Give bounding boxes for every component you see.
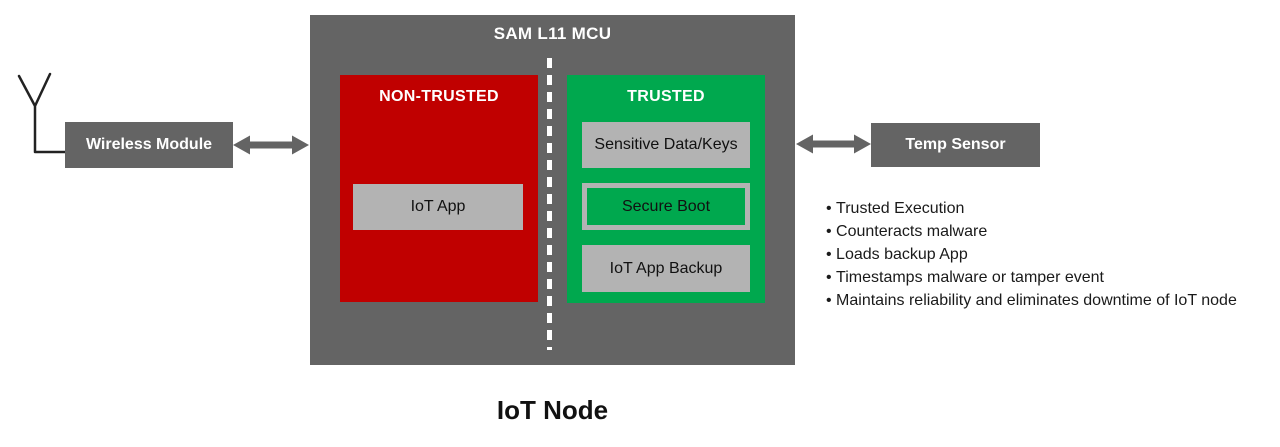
mcu-sensor-bidirectional-arrow-icon <box>796 134 871 154</box>
iot-app-block: IoT App <box>353 184 523 230</box>
wireless-module-box: Wireless Module <box>65 122 233 168</box>
mcu-box: SAM L11 MCU NON-TRUSTED IoT App TRUSTED … <box>310 15 795 365</box>
trustzone-divider <box>547 58 552 350</box>
feature-item: Maintains reliability and eliminates dow… <box>826 289 1280 312</box>
trusted-zone-label: TRUSTED <box>627 88 705 105</box>
non-trusted-zone: NON-TRUSTED IoT App <box>340 75 538 302</box>
non-trusted-zone-label: NON-TRUSTED <box>379 88 499 105</box>
secure-boot-block: Secure Boot <box>582 183 750 230</box>
iot-app-backup-block: IoT App Backup <box>582 245 750 292</box>
feature-item: Timestamps malware or tamper event <box>826 266 1280 289</box>
antenna-icon <box>17 72 68 154</box>
feature-item: Counteracts malware <box>826 220 1280 243</box>
trusted-zone: TRUSTED Sensitive Data/Keys Secure Boot … <box>567 75 765 303</box>
feature-list: Trusted Execution Counteracts malware Lo… <box>826 197 1280 312</box>
diagram-caption: IoT Node <box>496 395 609 425</box>
sensitive-data-keys-block: Sensitive Data/Keys <box>582 122 750 168</box>
temp-sensor-box: Temp Sensor <box>871 123 1040 167</box>
temp-sensor-label: Temp Sensor <box>905 136 1006 153</box>
wireless-mcu-bidirectional-arrow-icon <box>233 135 309 155</box>
feature-item: Trusted Execution <box>826 197 1280 220</box>
mcu-title: SAM L11 MCU <box>493 24 612 43</box>
wireless-module-label: Wireless Module <box>85 136 213 153</box>
feature-item: Loads backup App <box>826 243 1280 266</box>
